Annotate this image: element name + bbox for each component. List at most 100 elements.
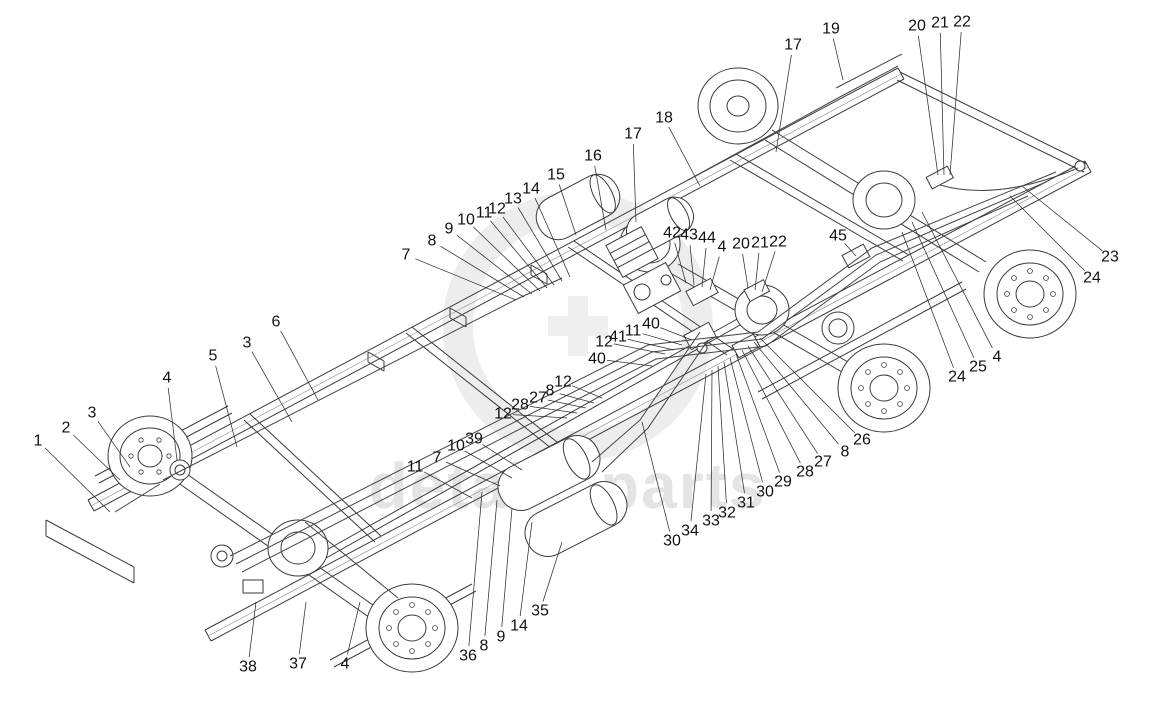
leader-line-12 — [613, 343, 666, 355]
callout-24: 24 — [948, 369, 966, 386]
valve-block — [685, 277, 719, 307]
callout-32: 32 — [718, 505, 736, 522]
leader-line-17 — [632, 143, 637, 223]
leader-line-40 — [660, 327, 693, 341]
callout-23: 23 — [1101, 249, 1119, 266]
leader-line-10 — [464, 450, 513, 479]
leader-line-14 — [534, 197, 571, 278]
callout-28: 28 — [511, 397, 529, 414]
watermark-logo-plus — [568, 296, 588, 356]
leader-line-32 — [717, 365, 727, 504]
valve-block-2 — [743, 278, 771, 303]
leader-line-4 — [167, 387, 178, 461]
leader-line-27 — [747, 345, 818, 454]
leader-line-24 — [1009, 195, 1086, 272]
leader-line-12 — [512, 414, 568, 419]
leader-line-28 — [741, 349, 801, 464]
callout-17: 17 — [784, 37, 802, 54]
leader-line-39 — [482, 444, 523, 471]
leader-line-20 — [918, 35, 939, 176]
leader-line-36 — [468, 491, 483, 647]
callout-4: 4 — [163, 370, 172, 387]
transfer-case — [622, 261, 682, 315]
leader-line-37 — [298, 601, 307, 655]
callout-4: 4 — [993, 349, 1002, 366]
leader-line-11 — [642, 333, 683, 346]
leader-line-30 — [729, 357, 763, 483]
callout-26: 26 — [853, 432, 871, 449]
leader-line-3 — [251, 351, 293, 423]
callout-5: 5 — [209, 348, 218, 365]
rear-axle — [697, 67, 1077, 339]
callout-22: 22 — [769, 234, 787, 251]
callout-20: 20 — [908, 18, 926, 35]
callout-33: 33 — [702, 513, 720, 530]
callout-40: 40 — [642, 316, 660, 333]
leader-line-20 — [742, 253, 749, 289]
front-valve — [210, 544, 234, 568]
air-reservoir-bottom-2 — [524, 481, 628, 557]
callout-30: 30 — [663, 533, 681, 550]
leader-line-8 — [484, 499, 498, 637]
leader-line-4 — [709, 256, 720, 291]
callout-42: 42 — [663, 225, 681, 242]
callout-20: 20 — [732, 236, 750, 253]
callout-7: 7 — [402, 247, 411, 264]
callout-10: 10 — [457, 212, 475, 229]
leader-line-9 — [456, 234, 533, 295]
leader-line-15 — [558, 184, 577, 236]
callout-45: 45 — [829, 228, 847, 245]
callout-18: 18 — [655, 110, 673, 127]
leader-line-30 — [641, 421, 670, 532]
callout-25: 25 — [969, 359, 987, 376]
leader-line-8 — [753, 341, 839, 445]
front-brake-chamber — [169, 459, 191, 481]
callout-31: 31 — [737, 495, 755, 512]
leader-line-9 — [501, 507, 513, 628]
tow-coupling — [1074, 160, 1086, 172]
callout-11: 11 — [625, 323, 642, 340]
callout-21: 21 — [931, 15, 949, 32]
leader-line-5 — [215, 365, 238, 448]
callout-11: 11 — [407, 459, 424, 476]
leader-line-7 — [415, 258, 517, 301]
callout-43: 43 — [680, 227, 698, 244]
callout-27: 27 — [814, 454, 832, 471]
leader-line-43 — [689, 244, 695, 286]
leader-line-22 — [949, 31, 962, 176]
leader-line-21 — [754, 252, 760, 291]
leader-line-34 — [690, 373, 707, 522]
leader-line-7 — [445, 461, 501, 487]
leader-line-24 — [901, 231, 954, 368]
callout-38: 38 — [239, 659, 257, 676]
callout-24: 24 — [1083, 270, 1101, 287]
front-axle-differential — [267, 519, 329, 577]
callout-12: 12 — [595, 334, 613, 351]
leader-line-16 — [594, 165, 607, 231]
front-bumper — [45, 519, 135, 584]
rear-connection-head — [925, 165, 955, 190]
leader-line-45 — [844, 243, 857, 257]
leader-line-4 — [921, 211, 993, 349]
callout-34: 34 — [681, 523, 699, 540]
leader-line-8 — [559, 393, 595, 404]
leader-line-12 — [502, 216, 555, 286]
callout-4: 4 — [718, 239, 727, 256]
leader-line-21 — [939, 32, 945, 176]
callout-29: 29 — [774, 474, 792, 491]
leader-line-29 — [735, 353, 780, 473]
callout-2: 2 — [62, 420, 71, 437]
callout-10: 10 — [447, 438, 465, 455]
callout-39: 39 — [465, 431, 483, 448]
leader-line-4 — [347, 601, 361, 655]
leader-line-8 — [440, 245, 525, 298]
callout-35: 35 — [531, 603, 549, 620]
valves — [169, 160, 1086, 594]
callout-27: 27 — [529, 390, 547, 407]
leader-line-18 — [668, 126, 701, 187]
callout-8: 8 — [428, 233, 437, 250]
spring-brake-chamber — [821, 311, 855, 345]
callout-16: 16 — [584, 148, 602, 165]
leader-line-25 — [911, 221, 975, 359]
